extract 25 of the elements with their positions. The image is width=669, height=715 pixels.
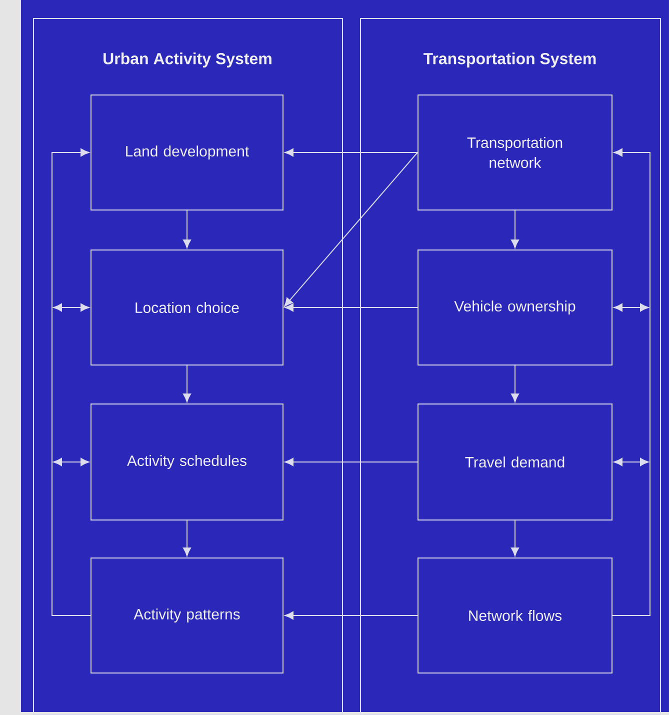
arrow (53, 303, 90, 312)
arrow (614, 303, 649, 312)
process-box: Transportation network (418, 94, 612, 210)
arrow (614, 458, 649, 466)
arrow (510, 520, 520, 556)
arrow (53, 458, 90, 466)
arrow (52, 148, 91, 616)
process-box: Network flows (418, 558, 612, 674)
arrow (510, 365, 520, 402)
arrow (284, 152, 418, 307)
arrow (284, 303, 418, 312)
arrow (284, 148, 418, 157)
arrow (182, 210, 192, 248)
process-box: Location choice (90, 250, 284, 366)
arrow (182, 520, 192, 556)
process-box: Vehicle ownership (418, 250, 612, 366)
process-box: Travel demand (418, 404, 612, 520)
process-box: Activity schedules (90, 404, 284, 520)
arrow (284, 458, 418, 466)
arrow (510, 210, 520, 248)
process-box: Land development (90, 94, 284, 210)
process-box: Activity patterns (90, 558, 284, 674)
arrow (284, 611, 418, 620)
arrow (182, 365, 192, 402)
arrow (612, 148, 650, 616)
